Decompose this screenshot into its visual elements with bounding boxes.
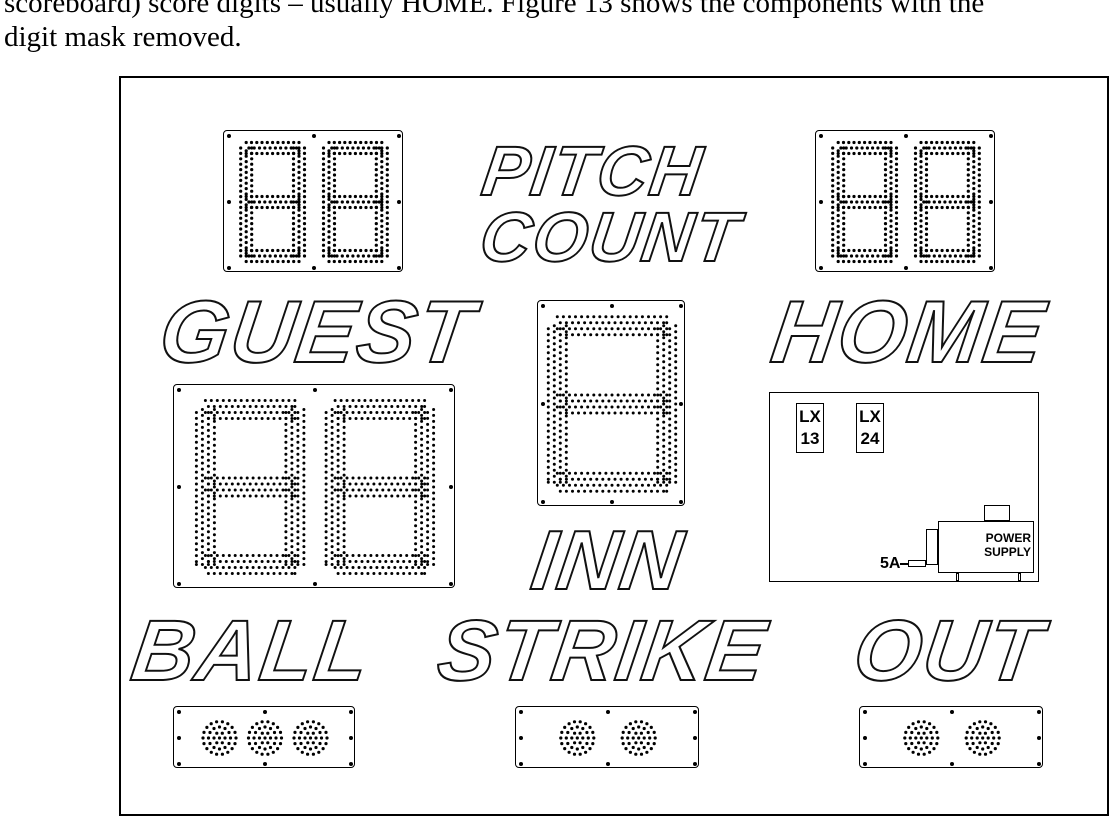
inn-label: INN [525,512,691,608]
ball-indicator-panel [173,706,355,768]
indicator-lamp-icon [292,720,329,756]
indicator-lamp-icon [620,720,657,756]
ball-label: BALL [125,602,378,700]
indicator-lamp-icon [246,720,284,756]
count-label: COUNT [475,197,747,277]
guest-pitch-count-digits [227,134,401,270]
power-supply-bracket [926,529,938,565]
lx13-connector: LX 13 [796,403,824,453]
control-electronics-box: LX 13 LX 24 POWER SUPPLY 5A [769,392,1039,582]
indicator-lamp-icon [559,720,596,756]
ball-indicators [177,710,353,766]
power-supply-tab [984,505,1010,521]
power-supply: POWER SUPPLY [938,521,1034,573]
scoreboard-diagram: PITCH COUNT GUEST HOME INN LX 13 LX 24 P… [119,76,1109,816]
indicator-lamp-icon [964,720,1001,756]
intro-line-1: scoreboard) score digits – usually HOME.… [4,0,985,19]
out-label: OUT [847,602,1050,700]
fuse-lead [900,563,908,565]
out-indicator-panel [859,706,1043,768]
intro-text: scoreboard) score digits – usually HOME.… [4,0,1114,54]
fuse-label: 5A [880,555,901,572]
power-supply-foot-right [1018,573,1021,581]
inning-panel [537,300,685,506]
guest-pitch-count-panel [223,130,403,272]
lx24-connector: LX 24 [856,403,884,453]
inning-digit [541,304,683,504]
guest-score-panel [173,384,455,588]
intro-line-2: digit mask removed. [4,21,242,53]
power-supply-foot-left [956,573,959,581]
home-pitch-count-digits [819,134,993,270]
strike-label: STRIKE [431,602,774,700]
out-indicators [863,710,1041,766]
guest-label: GUEST [153,281,482,382]
strike-indicator-panel [515,706,699,768]
strike-indicators [519,710,697,766]
home-pitch-count-panel [815,130,995,272]
fuse-icon [908,560,926,567]
indicator-lamp-icon [903,720,940,756]
pitch-label: PITCH [477,131,710,211]
guest-score-digits [177,388,453,586]
indicator-lamp-icon [201,720,238,756]
home-label: HOME [765,281,1053,382]
